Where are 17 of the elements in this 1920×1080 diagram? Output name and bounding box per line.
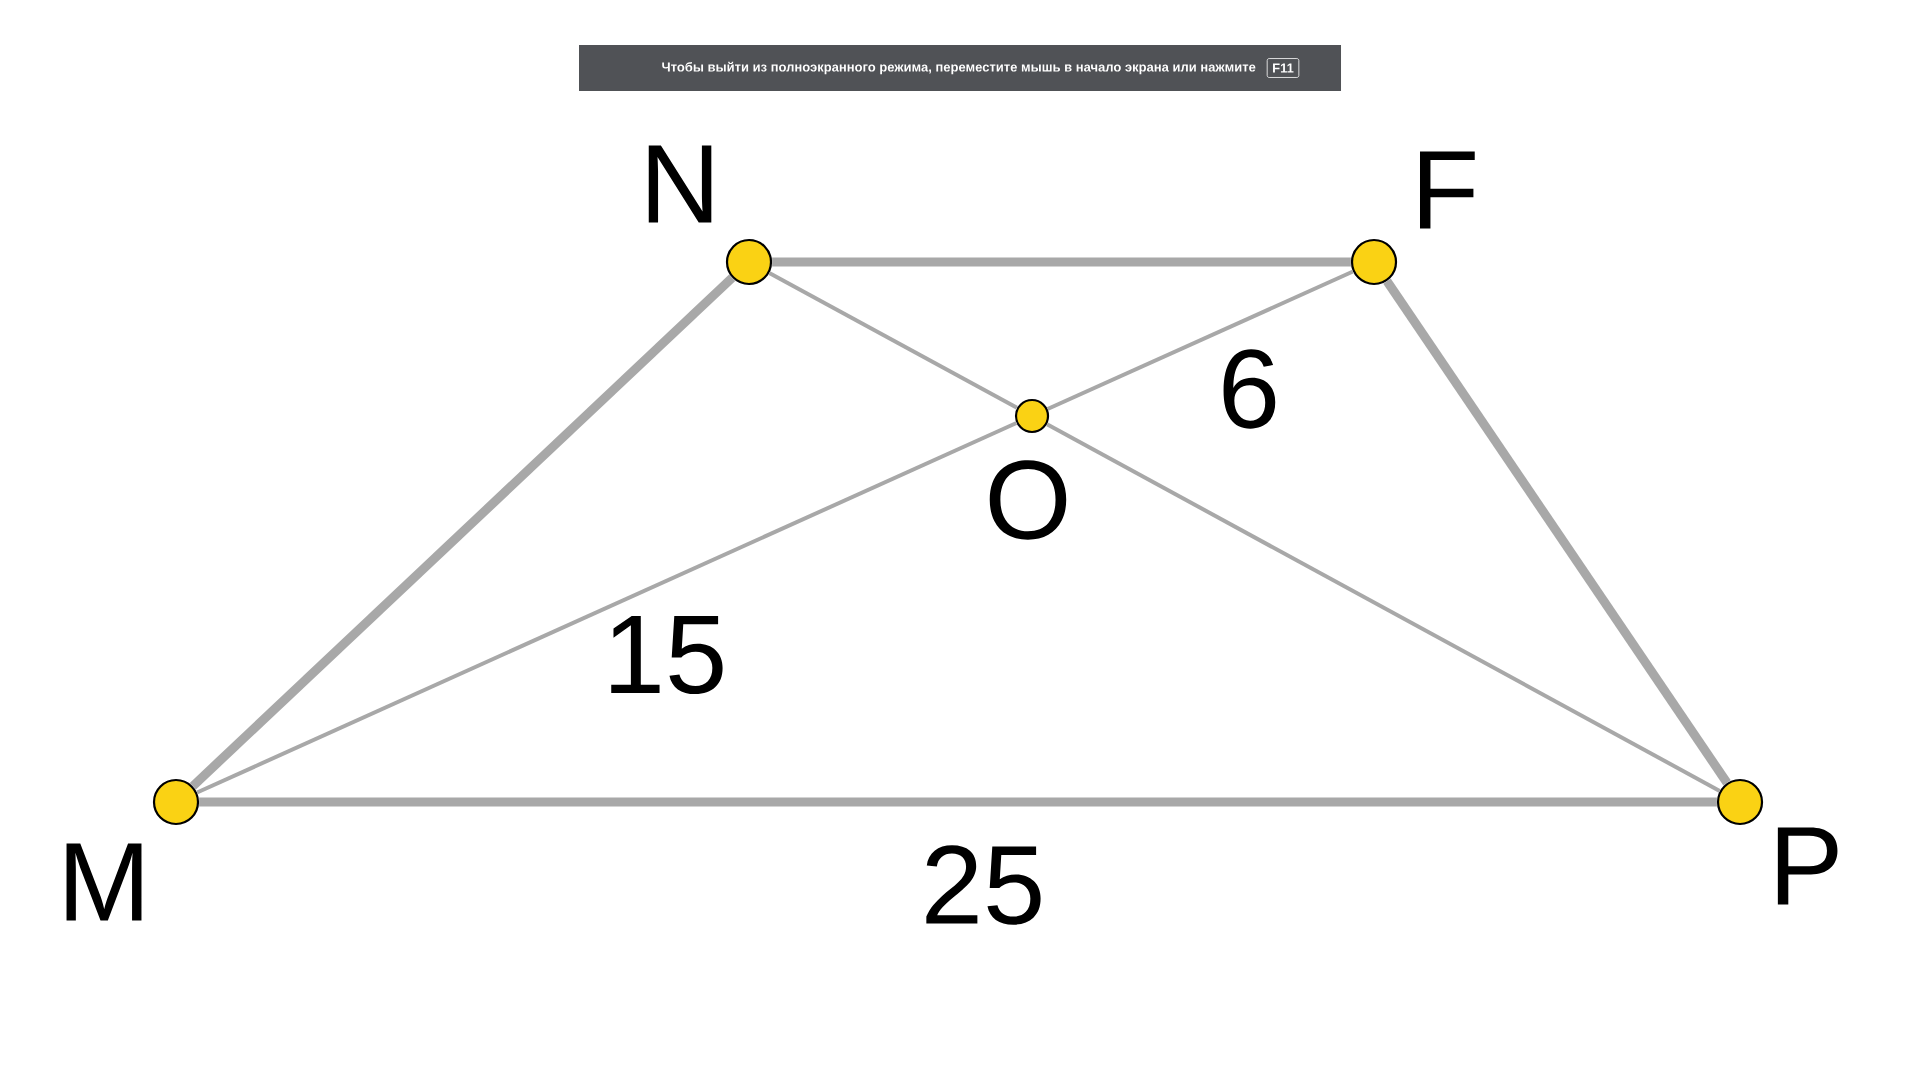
point-label: N [648,145,712,223]
length-label: 25 [918,843,1048,927]
point-label: F [1420,151,1475,229]
point-label: P [1777,827,1838,905]
line-segment [1383,278,1731,786]
line-segment [196,421,1018,795]
point-label: M [66,843,142,921]
line-segment [768,271,1018,410]
line-segment [199,797,1717,807]
line-segment [1046,269,1354,411]
point-label: O [989,460,1067,540]
line-segment [772,257,1351,267]
line-segment [1046,422,1721,793]
length-label: 15 [600,613,730,697]
length-label: 6 [1215,347,1283,431]
key-badge: F11 [1266,58,1300,78]
line-segment [189,274,736,790]
